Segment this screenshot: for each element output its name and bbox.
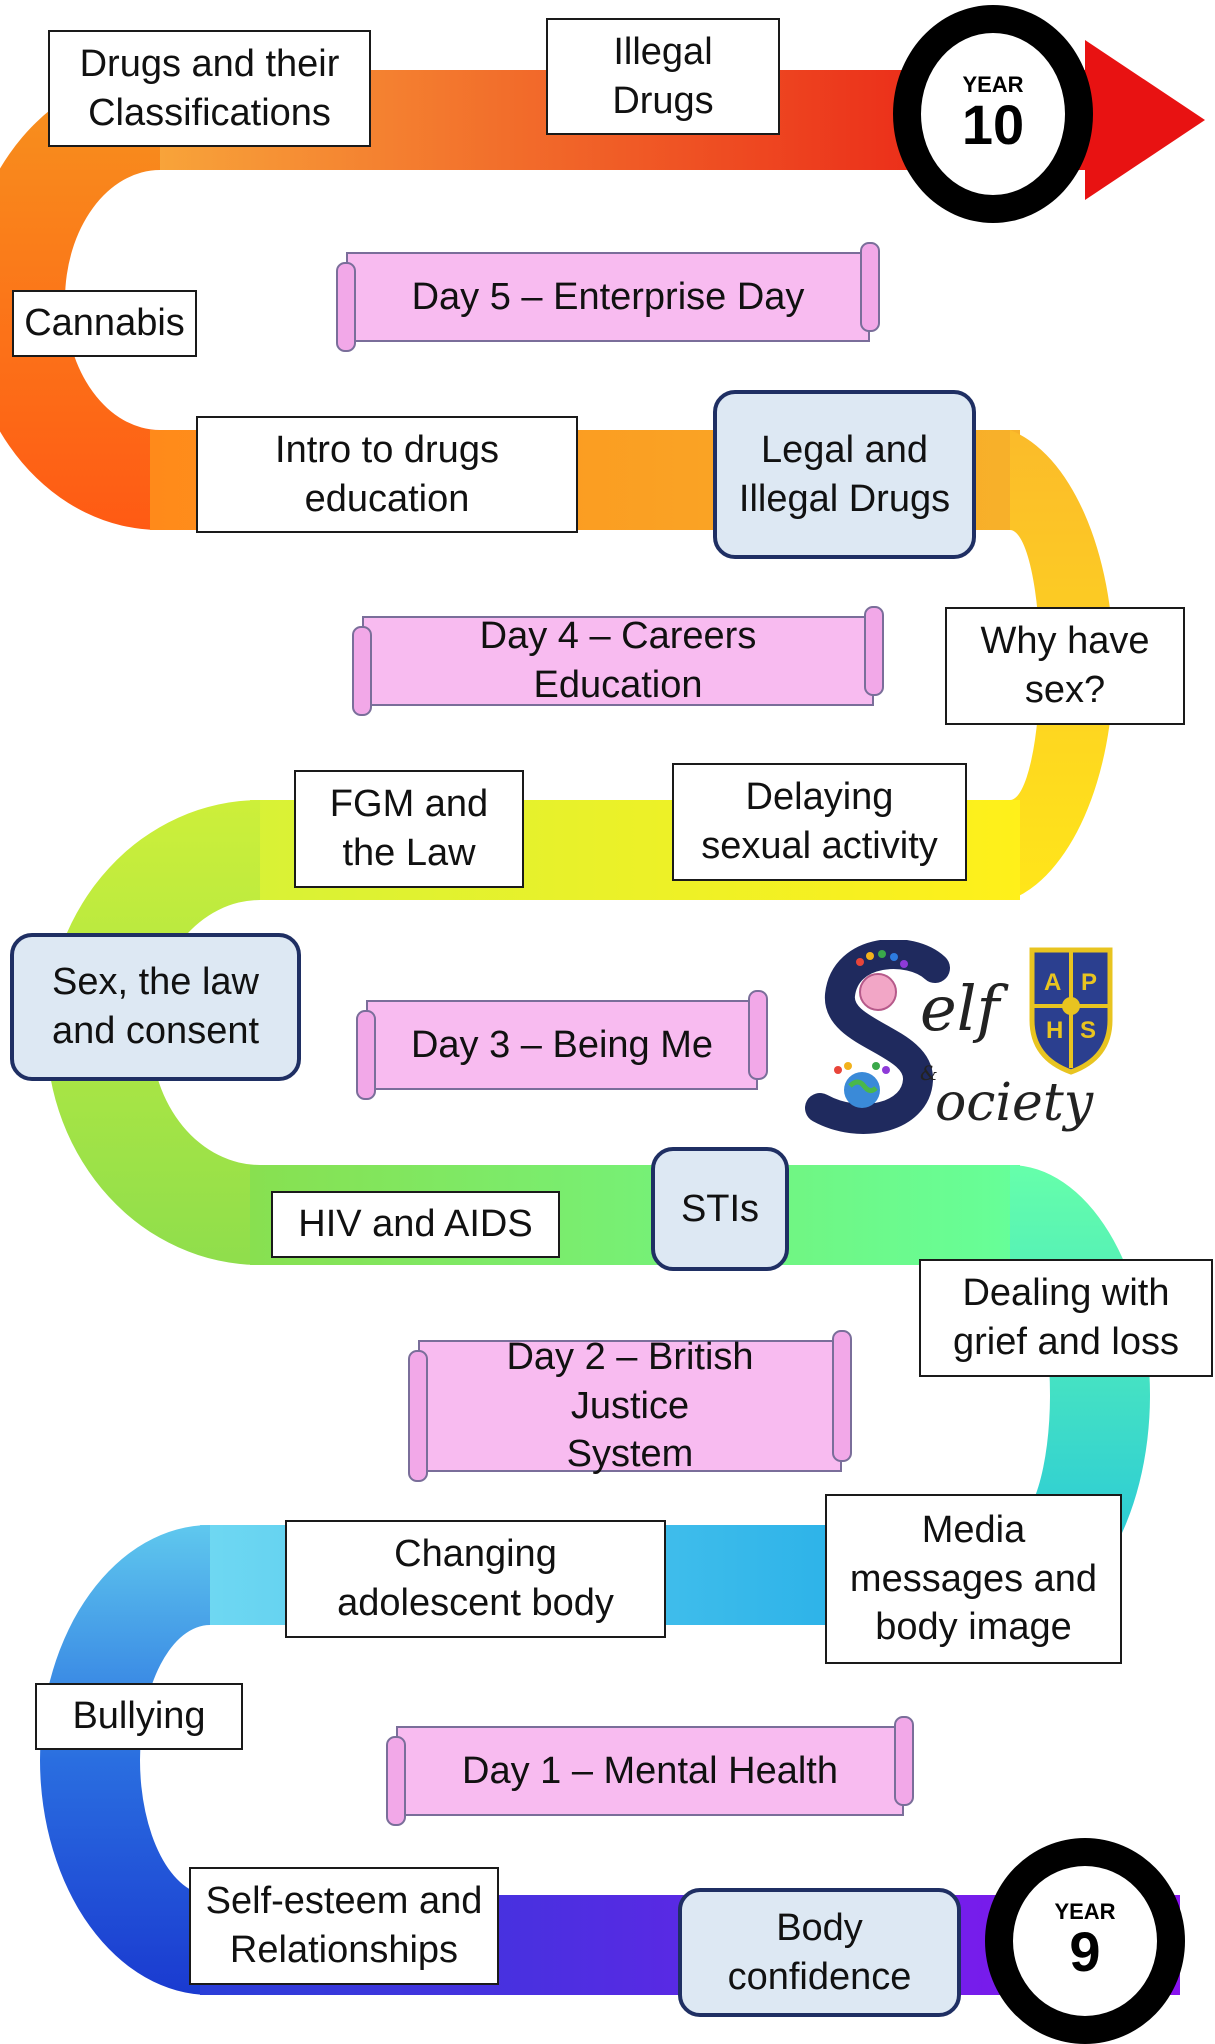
scroll-curl	[860, 242, 880, 332]
scroll-curl	[894, 1716, 914, 1806]
year-10-label: YEAR	[962, 71, 1024, 97]
crest-letter-a: A	[1044, 969, 1061, 996]
year-10-badge: YEAR 10	[893, 5, 1093, 223]
self-society-logo: elf & ociety A P H S	[805, 940, 1113, 1134]
logo-text-elf: elf	[920, 972, 1010, 1045]
crest-letter-s: S	[1080, 1017, 1096, 1044]
scroll-curl	[352, 626, 372, 716]
topic-delaying-sexual-activity: Delaying sexual activity	[672, 763, 967, 881]
topic-legal-illegal-drugs: Legal and Illegal Drugs	[713, 390, 976, 559]
day-1-label: Day 1 – Mental Health	[462, 1749, 838, 1792]
topic-self-esteem-relationships: Self-esteem and Relationships	[189, 1867, 499, 1985]
topic-bullying: Bullying	[35, 1683, 243, 1750]
topic-drugs-classifications: Drugs and their Classifications	[48, 30, 371, 147]
topic-fgm-law: FGM and the Law	[294, 770, 524, 888]
scroll-curl	[386, 1736, 406, 1826]
crest-letter-h: H	[1046, 1017, 1063, 1044]
scroll-curl	[832, 1330, 852, 1462]
topic-hiv-aids: HIV and AIDS	[271, 1191, 560, 1258]
scroll-curl	[864, 606, 884, 696]
year-9-number: 9	[1069, 1919, 1101, 1983]
topic-stis: STIs	[651, 1147, 789, 1271]
day-1-scroll: Day 1 – Mental Health	[386, 1716, 914, 1826]
day-2-label: Day 2 – British Justice System	[506, 1336, 754, 1476]
day-5-scroll: Day 5 – Enterprise Day	[336, 242, 880, 352]
topic-grief-loss: Dealing with grief and loss	[919, 1259, 1213, 1377]
logo-text-ociety: ociety	[935, 1073, 1094, 1133]
scroll-curl	[408, 1350, 428, 1482]
year-9-badge: YEAR 9	[985, 1838, 1185, 2044]
topic-why-have-sex: Why have sex?	[945, 607, 1185, 725]
year-10-number: 10	[961, 92, 1025, 156]
day-4-scroll: Day 4 – Careers Education	[352, 606, 884, 716]
scroll-curl	[336, 262, 356, 352]
day-4-label: Day 4 – Careers Education	[479, 615, 757, 706]
year-9-label: YEAR	[1054, 1898, 1116, 1924]
topic-illegal-drugs: Illegal Drugs	[546, 18, 780, 135]
topic-sex-law-consent: Sex, the law and consent	[10, 933, 301, 1081]
day-2-scroll: Day 2 – British Justice System	[408, 1330, 852, 1482]
crest-letter-p: P	[1081, 969, 1097, 996]
day-3-scroll: Day 3 – Being Me	[356, 990, 768, 1100]
topic-cannabis: Cannabis	[12, 290, 197, 357]
scroll-curl	[356, 1010, 376, 1100]
topic-changing-adolescent-body: Changing adolescent body	[285, 1520, 666, 1638]
topic-intro-drugs-education: Intro to drugs education	[196, 416, 578, 533]
brain-icon	[859, 973, 897, 1011]
day-3-label: Day 3 – Being Me	[410, 1023, 714, 1066]
scroll-curl	[748, 990, 768, 1080]
logo-ampersand: &	[920, 1061, 938, 1085]
day-5-label: Day 5 – Enterprise Day	[411, 275, 805, 318]
topic-body-confidence: Body confidence	[678, 1888, 961, 2017]
topic-media-messages-body-image: Media messages and body image	[825, 1494, 1122, 1664]
